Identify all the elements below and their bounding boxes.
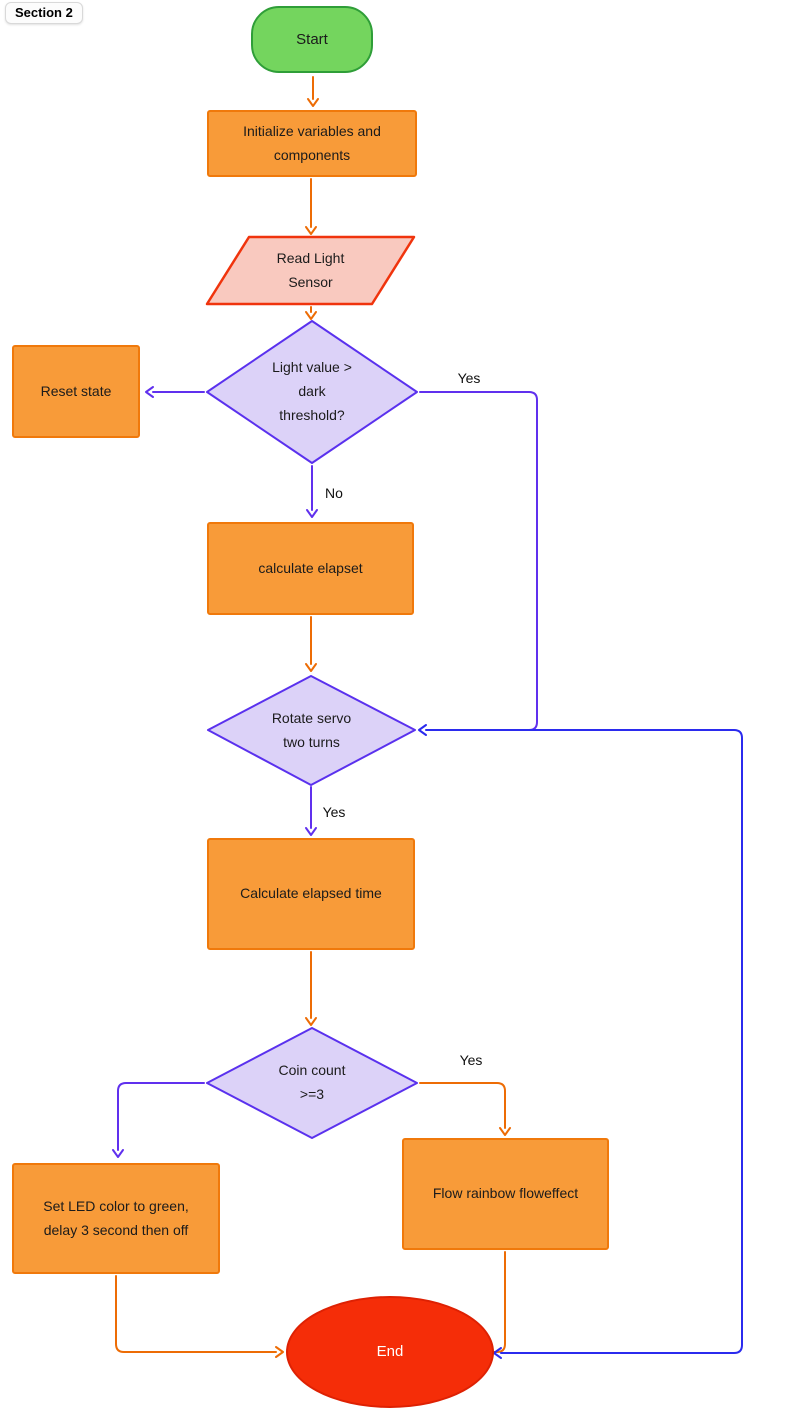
- node-calculate-elapset[interactable]: calculate elapset: [207, 522, 414, 615]
- edge-loop-rotate-servo-end[interactable]: [418, 724, 743, 1359]
- node-label: Rotate servo two turns: [271, 709, 352, 750]
- arrowhead-down-icon: [305, 1017, 317, 1026]
- edge-line: [492, 1251, 506, 1353]
- edge-line: [419, 1082, 506, 1129]
- edge-initialize-read-sensor[interactable]: [305, 178, 317, 235]
- edge-flow-rainbow-end[interactable]: [492, 1251, 506, 1353]
- node-label: Read Light Sensor: [276, 249, 345, 290]
- node-initialize[interactable]: Initialize variables and components: [207, 110, 417, 177]
- arrowhead-down-icon: [305, 226, 317, 235]
- edge-calculate-elapset-rotate-servo[interactable]: [305, 616, 317, 672]
- diamond-shape-icon: [206, 1027, 418, 1139]
- edge-light-threshold-no-calculate-elapset[interactable]: [306, 465, 318, 518]
- edge-calculate-elapsed-time-coin-count[interactable]: [305, 951, 317, 1026]
- node-coin-count[interactable]: Coin count >=3: [205, 1026, 419, 1140]
- section-badge[interactable]: Section 2: [5, 2, 83, 24]
- node-calculate-elapsed-time[interactable]: Calculate elapsed time: [207, 838, 415, 950]
- node-read-light-sensor[interactable]: Read Light Sensor: [205, 235, 416, 306]
- edge-line: [419, 391, 538, 731]
- edge-label-light-yes: Yes: [457, 370, 481, 386]
- diamond-shape-icon: [206, 320, 418, 464]
- arrowhead-down-icon: [305, 311, 317, 320]
- node-label: Set LED color to green, delay 3 second t…: [43, 1197, 189, 1238]
- node-label: Initialize variables and components: [243, 122, 381, 163]
- edge-start-initialize[interactable]: [307, 76, 319, 107]
- arrowhead-down-icon: [112, 1149, 124, 1158]
- node-label: Coin count >=3: [278, 1062, 346, 1102]
- node-label: calculate elapset: [258, 559, 363, 576]
- node-label: End: [376, 1343, 404, 1361]
- edge-label-light-no: No: [325, 485, 343, 501]
- diamond-shape-icon: [207, 675, 416, 786]
- edge-light-threshold-reset-state[interactable]: [145, 386, 205, 398]
- edge-label-rotate-yes: Yes: [322, 804, 346, 820]
- node-light-threshold[interactable]: Light value > dark threshold?: [205, 319, 419, 465]
- node-rotate-servo[interactable]: Rotate servo two turns: [206, 674, 417, 787]
- edge-light-threshold-yes-rotate-servo[interactable]: [419, 391, 538, 731]
- arrowhead-left-icon: [145, 386, 154, 398]
- edge-coin-count-yes-flow-rainbow[interactable]: [419, 1082, 511, 1136]
- edge-line: [115, 1275, 277, 1353]
- node-end[interactable]: End: [286, 1296, 494, 1408]
- edge-read-sensor-light-threshold[interactable]: [305, 306, 317, 320]
- edge-label-coin-yes: Yes: [459, 1052, 483, 1068]
- edge-line: [425, 729, 743, 1354]
- edge-line: [117, 1082, 205, 1151]
- edge-rotate-servo-yes-calculate-elapsed-time[interactable]: [305, 786, 317, 836]
- arrowhead-down-icon: [499, 1127, 511, 1136]
- arrowhead-down-icon: [306, 509, 318, 518]
- edge-coin-count-set-led[interactable]: [112, 1082, 205, 1158]
- parallelogram-shape-icon: [205, 235, 416, 306]
- node-label: Calculate elapsed time: [240, 885, 382, 902]
- node-set-led-green[interactable]: Set LED color to green, delay 3 second t…: [12, 1163, 220, 1274]
- node-label: Start: [296, 30, 328, 48]
- node-label: Light value > dark threshold?: [272, 359, 352, 423]
- node-label: Reset state: [40, 382, 112, 399]
- arrowhead-down-icon: [307, 98, 319, 107]
- arrowhead-left-icon: [493, 1347, 502, 1359]
- arrowhead-left-icon: [418, 724, 427, 736]
- arrowhead-right-icon: [275, 1346, 284, 1358]
- edge-set-led-end[interactable]: [115, 1275, 284, 1358]
- arrowhead-down-icon: [305, 827, 317, 836]
- node-start[interactable]: Start: [251, 6, 373, 73]
- node-label: Flow rainbow floweffect: [432, 1185, 579, 1202]
- node-reset-state[interactable]: Reset state: [12, 345, 140, 438]
- arrowhead-down-icon: [305, 663, 317, 672]
- node-flow-rainbow[interactable]: Flow rainbow floweffect: [402, 1138, 609, 1250]
